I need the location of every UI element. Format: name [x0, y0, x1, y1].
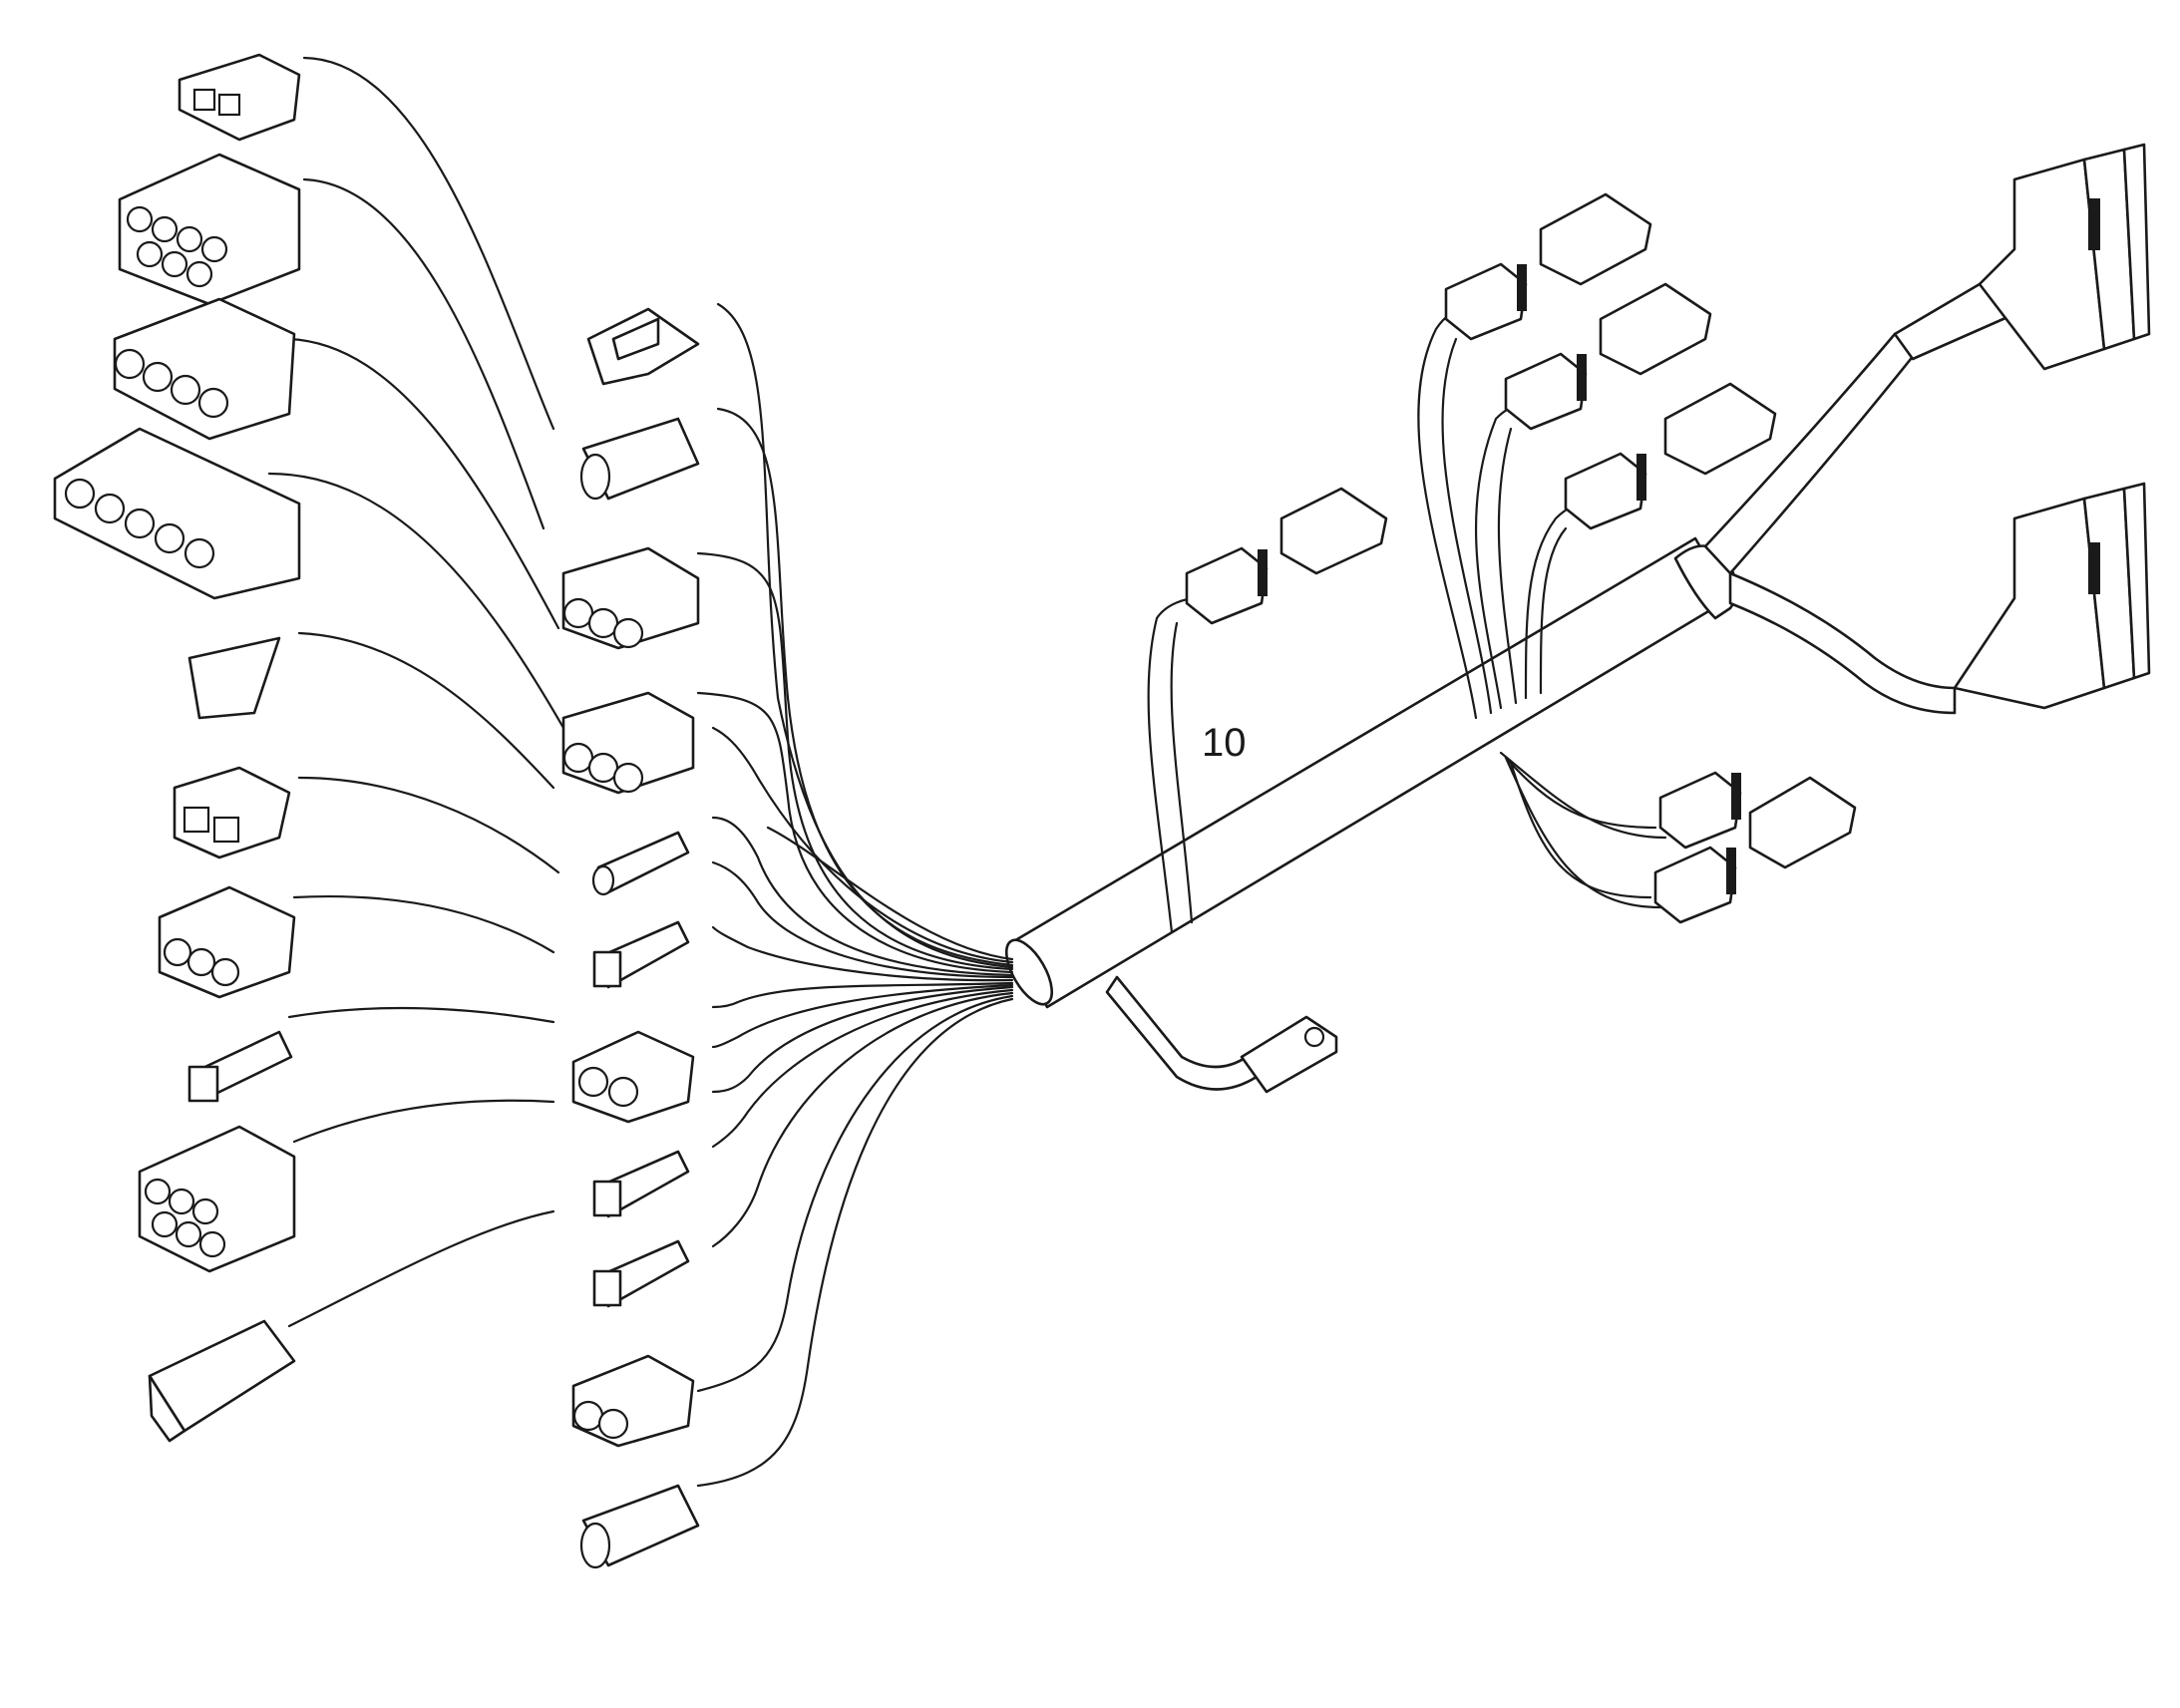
connector-left-7: [158, 885, 296, 999]
connector-mid-5: [571, 1030, 695, 1124]
connector-pair-5: [1658, 771, 1857, 869]
upper-branch-cable: [1703, 282, 2016, 575]
connector-mid-4: [561, 691, 695, 795]
far-left-wires: [267, 56, 565, 1328]
connector-left-4: [53, 427, 301, 600]
connector-mid-6: [571, 1354, 695, 1448]
connector-pair-4: [1564, 382, 1777, 530]
connector-left-6: [173, 766, 291, 859]
connector-mid-1: [586, 307, 700, 386]
terminal-mid-1: [591, 831, 690, 896]
connector-left-1: [178, 53, 301, 142]
terminal-mid-3: [592, 1150, 690, 1218]
connector-pair-3: [1504, 282, 1712, 431]
callout-harness-number: 10: [1202, 721, 1247, 765]
large-connector-lower-right: [1953, 482, 2151, 710]
clip-left-5: [187, 636, 281, 720]
main-harness-trunk: [1004, 536, 1738, 1009]
terminal-left-8: [187, 1030, 293, 1103]
right-branch-wires: [1105, 307, 1667, 1091]
connector-left-2: [118, 153, 301, 306]
connector-pair-2: [1444, 192, 1652, 341]
left-wire-fan: [696, 302, 1014, 1488]
ring-terminal: [1240, 1015, 1338, 1094]
lower-branch-cable: [1728, 571, 1957, 715]
connector-pair-1: [1185, 487, 1388, 625]
terminal-mid-2: [592, 920, 690, 989]
connector-left-9: [138, 1125, 296, 1273]
terminal-mid-4: [592, 1239, 690, 1308]
connector-mid-2: [579, 417, 700, 501]
connector-pair-6: [1653, 846, 1737, 924]
clip-left-10: [148, 1319, 296, 1443]
large-connector-upper-right: [1978, 143, 2151, 371]
connector-mid-7: [579, 1484, 700, 1569]
connector-mid-3: [561, 546, 700, 650]
connector-left-3: [113, 297, 296, 441]
